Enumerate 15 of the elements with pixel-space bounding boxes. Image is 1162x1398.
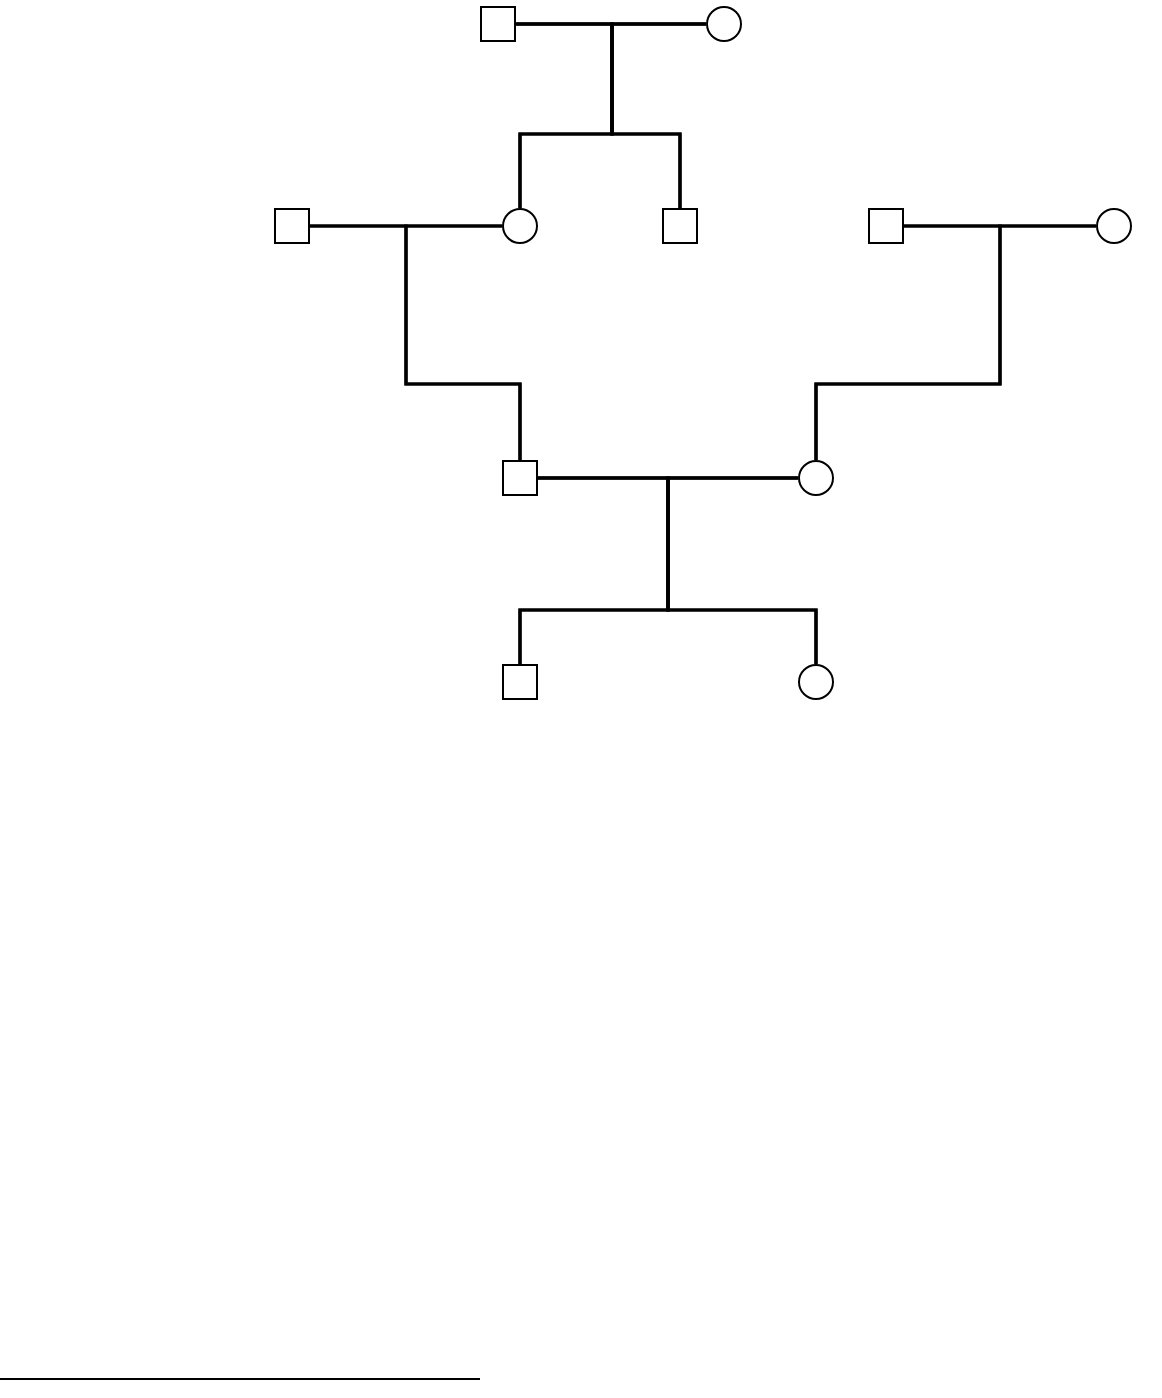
male-square	[868, 208, 904, 244]
male-square	[662, 208, 698, 244]
male-square	[502, 460, 538, 496]
pedigree-line	[814, 224, 1096, 460]
male-square	[480, 6, 516, 42]
female-circle	[1096, 208, 1132, 244]
female-circle	[706, 6, 742, 42]
pedigree-line	[610, 22, 706, 208]
pedigree-line	[404, 224, 522, 460]
male-square	[274, 208, 310, 244]
pedigree-line	[666, 476, 818, 664]
male-square	[502, 664, 538, 700]
female-circle	[502, 208, 538, 244]
female-circle	[798, 460, 834, 496]
female-circle	[798, 664, 834, 700]
